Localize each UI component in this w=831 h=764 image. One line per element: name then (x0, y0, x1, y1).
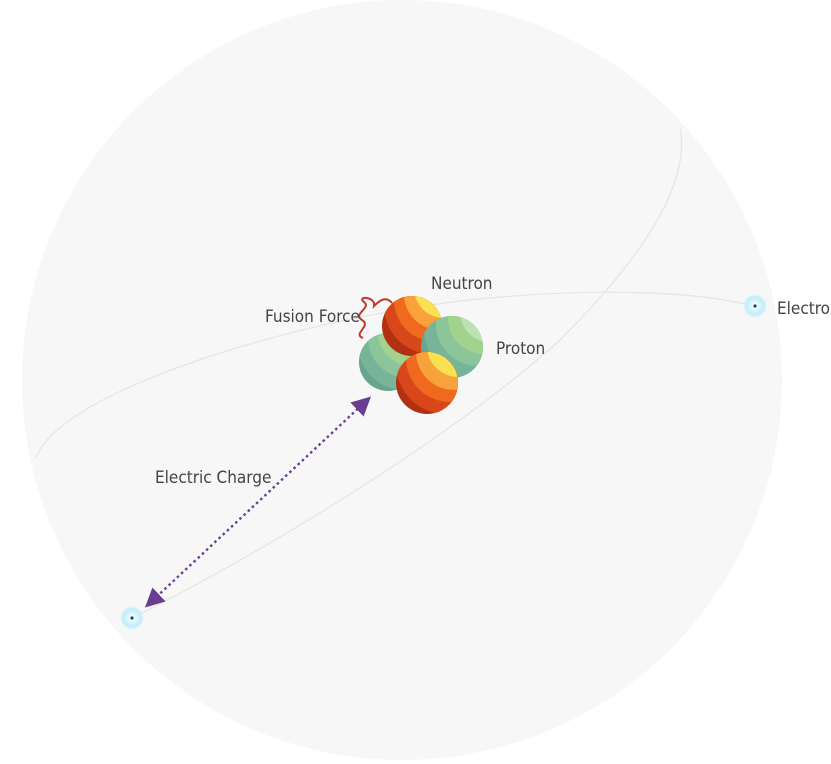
proton-label: Proton (496, 339, 545, 359)
electric-charge-arrow (144, 396, 372, 608)
neutron-label: Neutron (431, 274, 493, 294)
fusion-force-label: Fusion Force (265, 307, 360, 327)
electron-bottom-left (120, 606, 144, 630)
electric-charge-label: Electric Charge (155, 468, 271, 488)
fusion-force-wave (358, 296, 393, 339)
electron-label: Electron (777, 299, 831, 319)
electron-right (743, 294, 767, 318)
